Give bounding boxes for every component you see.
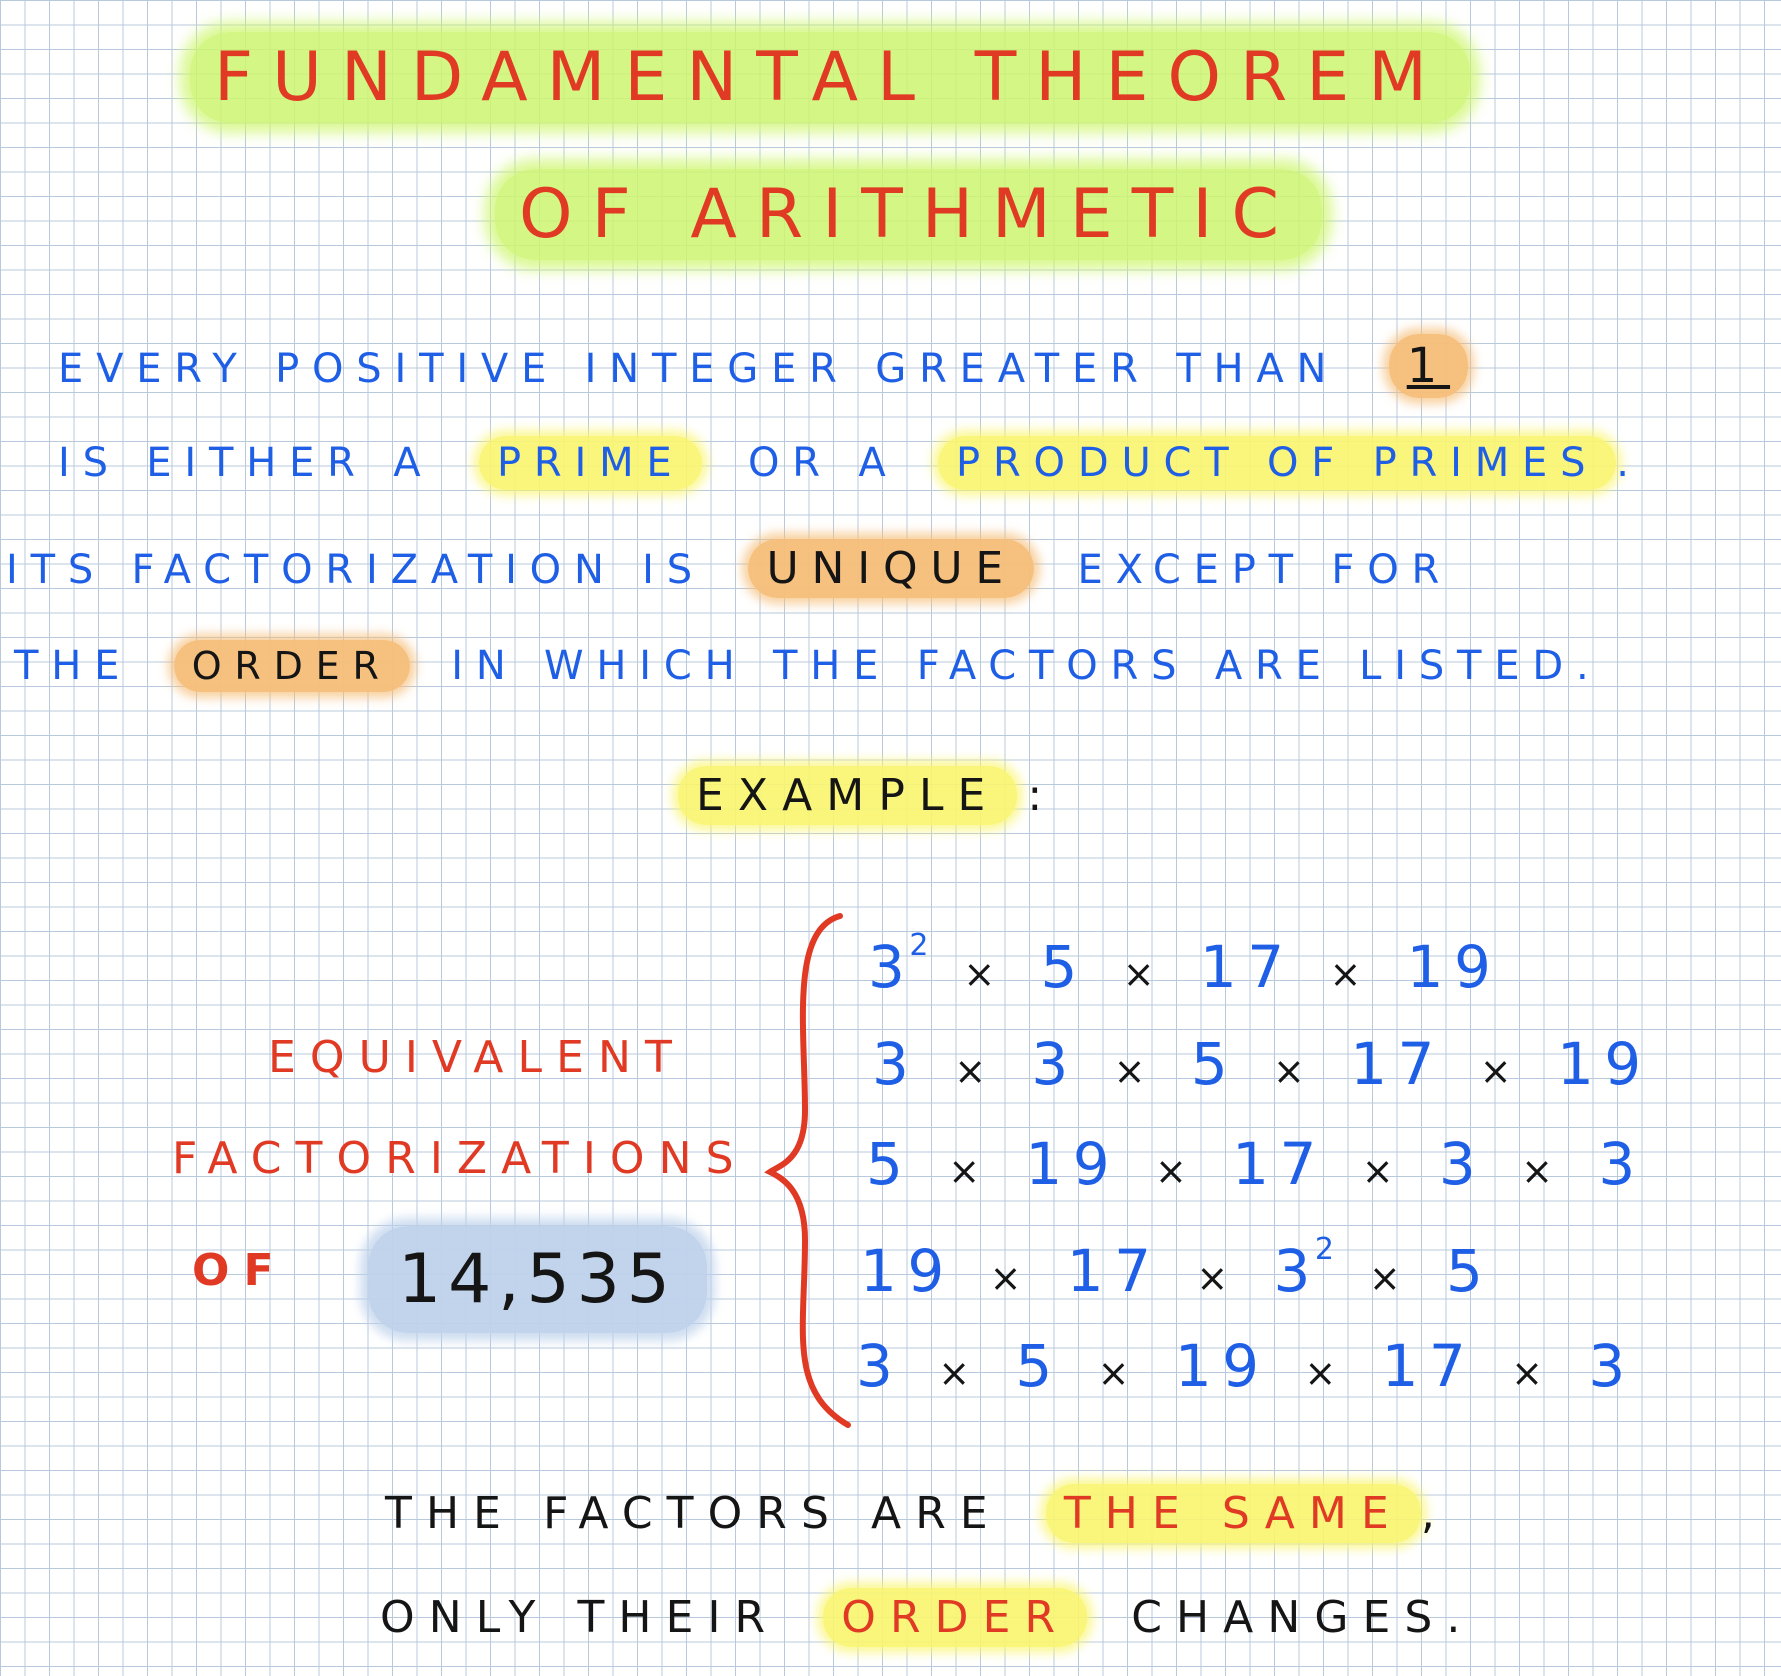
the-same-highlight: THE SAME bbox=[1045, 1484, 1421, 1543]
product-of-primes-highlight: PRODUCT OF PRIMES bbox=[938, 436, 1617, 490]
number-14535: 14,535 bbox=[368, 1226, 707, 1333]
statement-line-1: EVERY POSITIVE INTEGER GREATER THAN 1 bbox=[58, 334, 1469, 398]
statement-line-4: THE ORDER IN WHICH THE FACTORS ARE LISTE… bbox=[14, 640, 1601, 692]
unique-highlight: UNIQUE bbox=[748, 539, 1035, 598]
factorization-row-1: 32 × 5 × 17 × 19 bbox=[868, 928, 1502, 1001]
factorizations-label: FACTORIZATIONS bbox=[172, 1133, 748, 1184]
order-change-highlight: ORDER bbox=[823, 1588, 1088, 1647]
conclusion-line-2: ONLY THEIR ORDER CHANGES. bbox=[380, 1588, 1475, 1647]
curly-brace-icon bbox=[764, 913, 851, 1428]
order-highlight: ORDER bbox=[173, 640, 410, 692]
prime-highlight: PRIME bbox=[478, 436, 703, 490]
factorization-row-5: 3 × 5 × 19 × 17 × 3 bbox=[856, 1332, 1636, 1400]
factorization-row-2: 3 × 3 × 5 × 17 × 19 bbox=[872, 1030, 1652, 1098]
statement-line-3: ITS FACTORIZATION IS UNIQUE EXCEPT FOR bbox=[6, 539, 1452, 598]
of-label: OF bbox=[192, 1245, 288, 1296]
statement-line-2: IS EITHER A PRIME OR A PRODUCT OF PRIMES… bbox=[58, 436, 1642, 490]
title-line-1: FUNDAMENTAL THEOREM bbox=[190, 32, 1471, 123]
equivalent-label: EQUIVALENT bbox=[268, 1032, 686, 1083]
factorization-row-3: 5 × 19 × 17 × 3 × 3 bbox=[866, 1130, 1646, 1198]
example-label: EXAMPLE: bbox=[678, 766, 1056, 825]
conclusion-line-1: THE FACTORS ARE THE SAME, bbox=[385, 1484, 1449, 1543]
factorization-row-4: 19 × 17 × 32 × 5 bbox=[860, 1232, 1494, 1305]
number-one-highlight: 1 bbox=[1388, 334, 1469, 398]
title-line-2: OF ARITHMETIC bbox=[495, 169, 1322, 260]
